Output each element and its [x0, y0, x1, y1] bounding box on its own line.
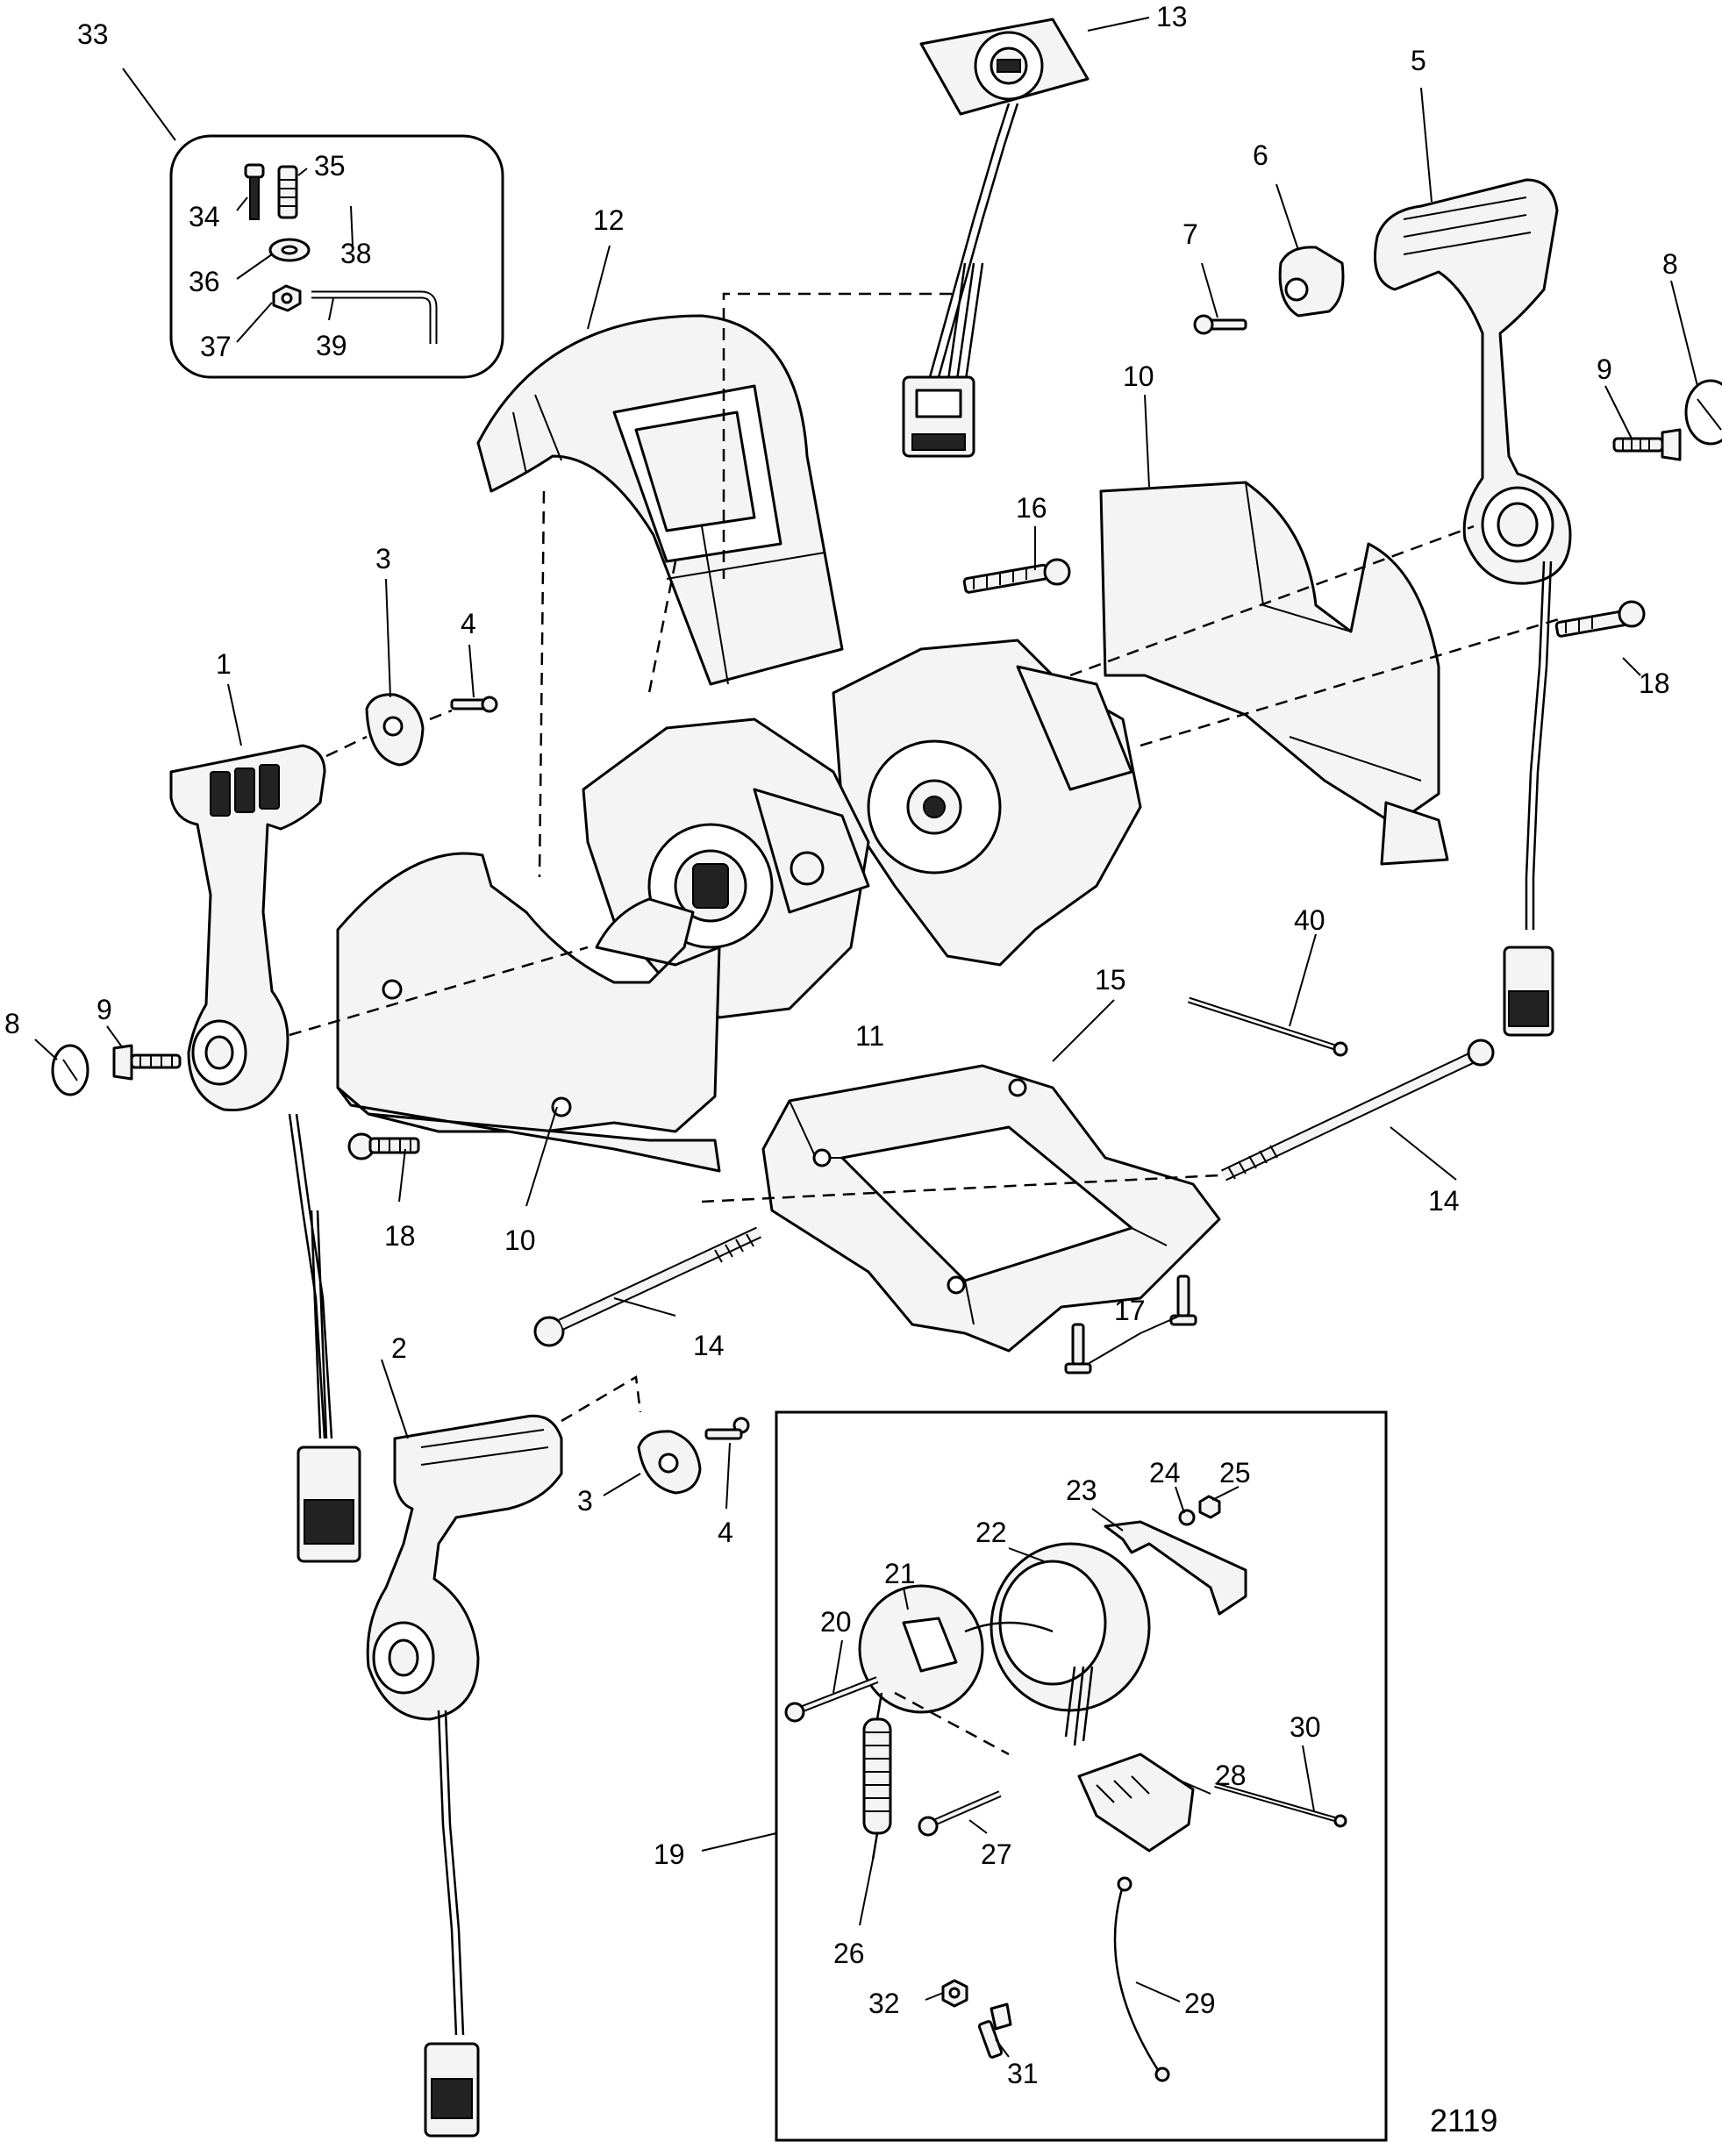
callout-36: 36 — [189, 266, 220, 297]
callout-31: 31 — [1007, 2058, 1039, 2089]
dash-handle2-axis — [561, 1374, 642, 1423]
dash-keypad-cover — [722, 292, 952, 579]
inset-assembly-19 — [775, 1410, 1388, 2142]
base-bracket-15 — [761, 1064, 1221, 1353]
callout-27: 27 — [981, 1838, 1012, 1870]
callout-6: 6 — [1253, 139, 1268, 171]
callout-4-lower: 4 — [718, 1517, 733, 1548]
figure-number: 2119 — [1430, 2102, 1497, 2138]
screw-9-right — [1612, 428, 1682, 461]
callout-18-left: 18 — [384, 1220, 416, 1252]
callout-5: 5 — [1411, 45, 1426, 76]
callout-9: 9 — [1597, 353, 1612, 385]
callout-7: 7 — [1183, 218, 1198, 250]
callout-33: 33 — [77, 18, 109, 50]
screws-17 — [1064, 1274, 1197, 1374]
callout-8: 8 — [1662, 248, 1678, 280]
handle-1 — [169, 744, 361, 1563]
callout-3-lower: 3 — [577, 1485, 593, 1517]
callout-29: 29 — [1184, 1988, 1216, 2019]
screw-4-lower — [704, 1417, 750, 1440]
callout-25: 25 — [1219, 1457, 1251, 1488]
bolt-16 — [962, 558, 1071, 594]
dash-cover-rear — [647, 560, 677, 694]
callout-28: 28 — [1215, 1760, 1247, 1791]
dash-left-axis — [289, 946, 589, 1037]
callout-30: 30 — [1290, 1711, 1321, 1743]
handle-5 — [1374, 178, 1572, 1037]
callout-10-left: 10 — [504, 1224, 536, 1256]
callout-14: 14 — [1428, 1185, 1460, 1217]
bolt-18-right — [1554, 600, 1646, 638]
leader-lines — [34, 17, 1698, 2058]
dash-handle1-axis — [325, 709, 453, 758]
callout-26: 26 — [833, 1938, 865, 1969]
side-cover-10-right — [1099, 481, 1449, 866]
callout-13: 13 — [1156, 1, 1188, 32]
cam-3-upper — [365, 693, 425, 767]
long-bolt-14-right — [1221, 1039, 1495, 1182]
callout-8-left: 8 — [4, 1008, 20, 1039]
callout-21: 21 — [884, 1558, 916, 1589]
callout-24: 24 — [1149, 1457, 1181, 1488]
keypad-13 — [902, 18, 1090, 458]
dash-right-lower — [1140, 617, 1562, 747]
callout-35: 35 — [314, 150, 346, 182]
callout-22: 22 — [975, 1517, 1007, 1548]
hardware-kit-box — [169, 134, 504, 379]
callout-23: 23 — [1066, 1474, 1097, 1506]
callout-2: 2 — [391, 1332, 407, 1364]
callout-labels: 33 34 35 36 37 38 39 13 12 5 6 7 8 9 10 … — [4, 1, 1678, 2138]
motor-housing-11-front — [582, 717, 870, 1019]
callout-20: 20 — [820, 1606, 852, 1638]
callout-37: 37 — [200, 331, 232, 362]
callout-14-left: 14 — [693, 1330, 725, 1361]
callout-3: 3 — [375, 543, 391, 575]
top-cover-12 — [476, 314, 844, 686]
callout-17: 17 — [1114, 1295, 1146, 1326]
dash-cover-housing — [538, 490, 546, 878]
cam-3-lower — [637, 1430, 702, 1495]
callout-4: 4 — [461, 608, 476, 639]
callout-16: 16 — [1016, 492, 1047, 524]
dash-right-axis — [1069, 525, 1475, 677]
callout-9-left: 9 — [96, 994, 112, 1025]
callout-38: 38 — [340, 238, 372, 269]
motor-housing-11-rear — [832, 639, 1142, 967]
callout-32: 32 — [868, 1988, 900, 2019]
callout-39: 39 — [316, 330, 347, 361]
bolt-18-left — [347, 1132, 420, 1160]
screw-9-left — [112, 1044, 182, 1081]
callout-11: 11 — [855, 1020, 884, 1052]
screw-7 — [1193, 314, 1247, 335]
callout-1: 1 — [216, 648, 232, 680]
callout-19: 19 — [654, 1838, 685, 1870]
callout-40: 40 — [1294, 904, 1325, 936]
cap-8-left — [51, 1044, 89, 1096]
handle-2 — [366, 1414, 563, 2138]
cam-6 — [1278, 246, 1345, 318]
callout-10: 10 — [1123, 361, 1154, 392]
callout-12: 12 — [593, 204, 625, 236]
long-bolt-14-left — [533, 1226, 761, 1347]
callout-34: 34 — [189, 201, 220, 232]
cap-8-right — [1684, 379, 1722, 446]
callout-18: 18 — [1639, 668, 1670, 699]
pin-40 — [1187, 996, 1348, 1057]
screw-4-upper — [450, 696, 498, 713]
dash-base-axis — [701, 1174, 1220, 1203]
side-cover-10-left — [336, 852, 721, 1173]
callout-15: 15 — [1095, 964, 1126, 996]
